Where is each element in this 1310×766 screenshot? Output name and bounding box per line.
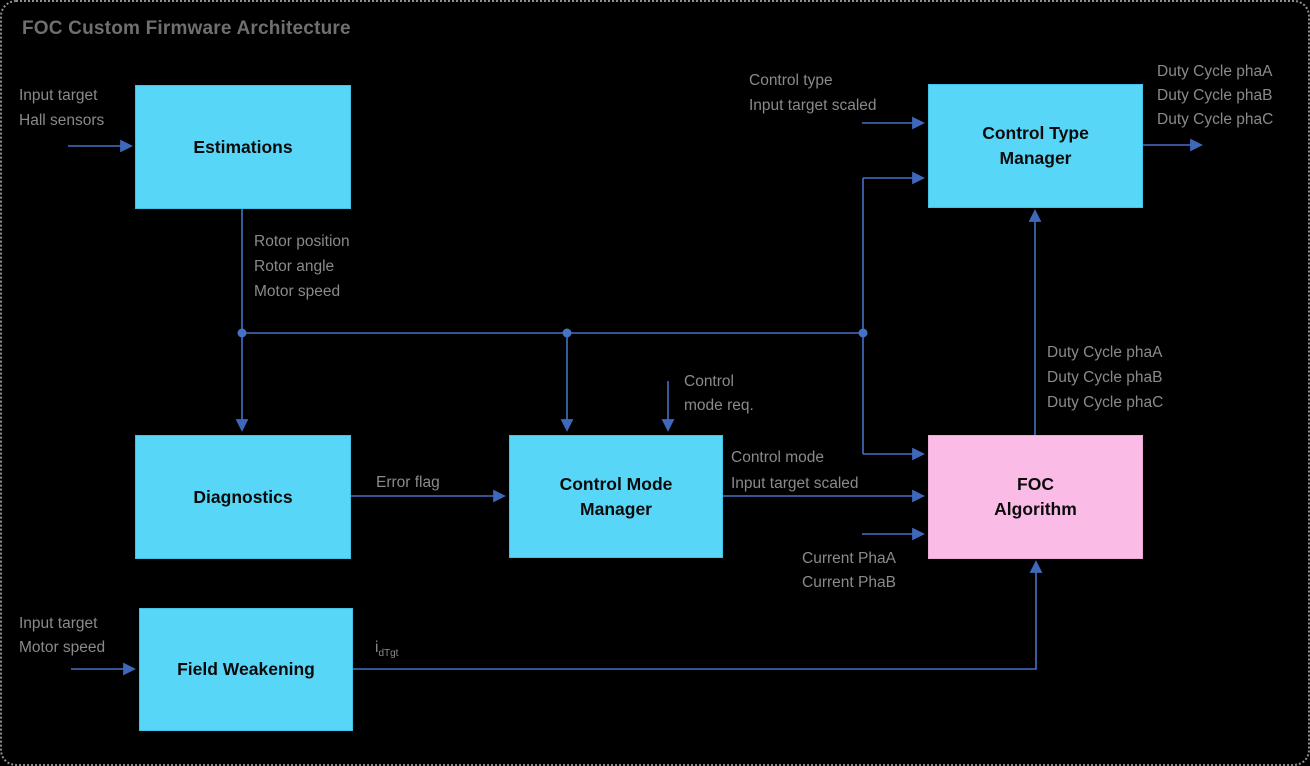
label-error-flag: Error flag — [376, 470, 440, 495]
diagram-title: FOC Custom Firmware Architecture — [22, 18, 351, 39]
label-line: Input target — [19, 87, 98, 104]
junction-dot — [858, 328, 868, 338]
block-label: Manager — [580, 498, 652, 519]
label-idtgt: idTgt — [375, 635, 398, 666]
block-label: FOC — [1017, 474, 1054, 494]
label-line: mode req. — [684, 397, 754, 414]
label-line: Current PhaA — [802, 550, 896, 567]
label-line: Hall sensors — [19, 112, 105, 129]
label-line: Control type — [749, 72, 833, 89]
block-label: Control Type — [982, 123, 1089, 143]
label-line: Duty Cycle phaA — [1047, 344, 1163, 361]
block-field-weakening: Field Weakening — [139, 608, 353, 731]
label-line: Duty Cycle phaC — [1047, 394, 1164, 411]
label-line: Duty Cycle phaC — [1157, 111, 1274, 128]
label-line: Error flag — [376, 474, 440, 491]
label-line: Duty Cycle phaB — [1157, 87, 1273, 104]
block-control-type-manager: Control Type Manager — [928, 84, 1143, 208]
label-line: Input target — [19, 615, 98, 632]
arrow-idtgt-to-foc-algorithm — [351, 560, 1043, 670]
block-label: Control Mode — [559, 473, 673, 494]
label-ctm-inputs: Control type Input target scaled — [749, 68, 877, 118]
label-line: Motor speed — [19, 639, 106, 656]
label-line: Rotor angle — [254, 258, 335, 275]
label-line: Duty Cycle phaB — [1047, 369, 1163, 386]
label-line: Control mode — [731, 449, 825, 466]
idtgt-base: i — [375, 639, 379, 656]
label-cmm-outputs: Control mode Input target scaled — [731, 445, 859, 497]
label-line: Control — [684, 373, 734, 390]
block-label: Algorithm — [994, 499, 1077, 519]
label-fw-inputs: Input target Motor speed — [19, 612, 105, 660]
label-line: Duty Cycle phaA — [1157, 63, 1273, 80]
label-line: Input target scaled — [731, 475, 859, 492]
block-label: Diagnostics — [193, 486, 293, 507]
label-current-inputs: Current PhaA Current PhaB — [802, 547, 896, 595]
label-control-mode-req: Control mode req. — [684, 370, 754, 418]
block-diagnostics: Diagnostics — [135, 435, 351, 559]
block-label: Manager — [999, 148, 1072, 168]
idtgt-subscript: dTgt — [378, 648, 399, 659]
label-line: Rotor position — [254, 233, 350, 250]
junction-dot — [237, 328, 247, 338]
label-estimations-inputs: Input target Hall sensors — [19, 83, 104, 133]
label-line: Input target scaled — [749, 97, 877, 114]
label-line: Motor speed — [254, 283, 341, 300]
label-rotor-signals: Rotor position Rotor angle Motor speed — [254, 229, 350, 304]
label-duty-cycle-outputs: Duty Cycle phaA Duty Cycle phaB Duty Cyc… — [1157, 60, 1273, 132]
label-duty-cycle-feedback: Duty Cycle phaA Duty Cycle phaB Duty Cyc… — [1047, 340, 1163, 415]
block-estimations: Estimations — [135, 85, 351, 209]
block-label: Estimations — [193, 136, 293, 157]
junction-dot — [562, 328, 572, 338]
label-line: Current PhaB — [802, 574, 896, 591]
block-foc-algorithm: FOC Algorithm — [928, 435, 1143, 559]
block-label: Field Weakening — [177, 659, 315, 679]
block-control-mode-manager: Control Mode Manager — [509, 435, 723, 558]
